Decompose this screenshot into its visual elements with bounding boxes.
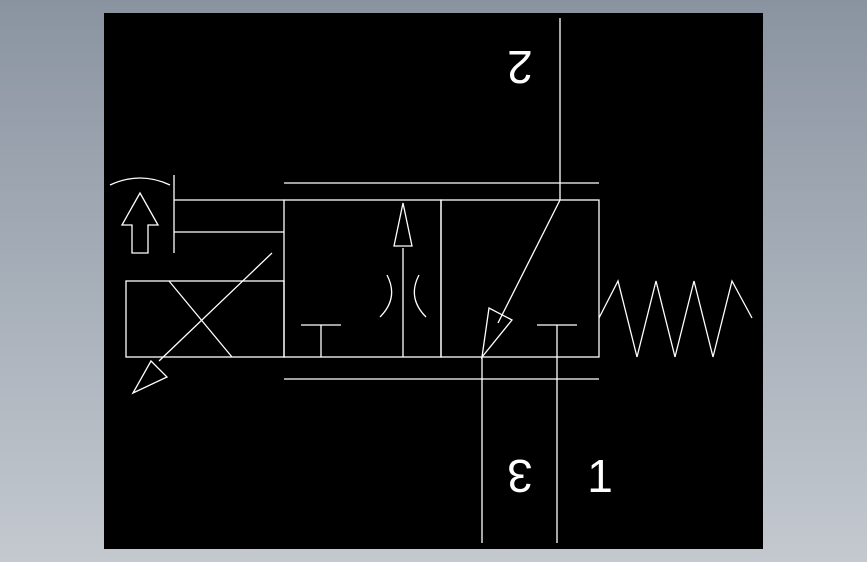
solenoid-diagonal [168, 280, 233, 358]
left-flow-arrow-icon [393, 202, 413, 247]
pilot-arrow-icon [120, 191, 160, 254]
pilot-arc [109, 177, 171, 186]
port-1-label: 1 [587, 450, 613, 502]
right-position-box [440, 199, 600, 358]
valve-position-right [440, 199, 600, 360]
adjust-arrow-line [158, 252, 273, 362]
solenoid-box [125, 280, 285, 358]
throttle-left-arc [379, 274, 393, 318]
pilot-actuator-symbol [109, 175, 284, 254]
valve-position-left [283, 199, 442, 358]
valve-schematic: 2 3 1 [109, 18, 753, 543]
adjust-arrowhead-icon [131, 359, 169, 395]
right-flow-line [497, 199, 561, 324]
spring-symbol [598, 279, 753, 358]
solenoid-symbol [125, 252, 285, 395]
right-flow-arrow-icon [481, 306, 514, 360]
cad-viewport[interactable]: 2 3 1 [104, 13, 763, 549]
throttle-right-arc [413, 274, 427, 318]
port-3-label: 3 [507, 450, 533, 502]
port-2-label: 2 [507, 41, 533, 93]
